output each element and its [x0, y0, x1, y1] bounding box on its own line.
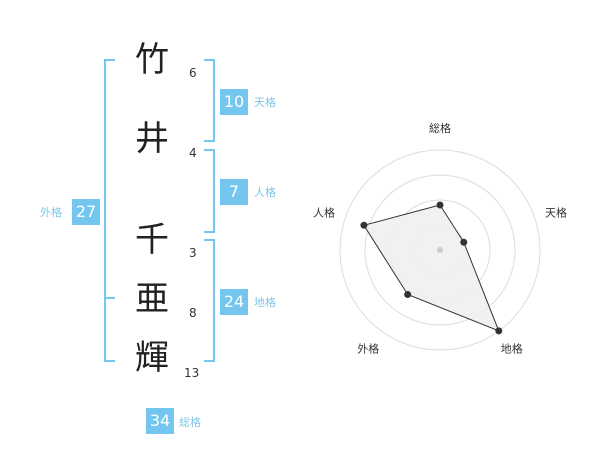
radar-point-5 — [360, 221, 368, 229]
tenkaku-label: 天格 — [254, 96, 276, 109]
radar-point-4 — [404, 290, 412, 298]
tenkaku-value-box: 10 — [220, 89, 248, 115]
radar-axis-label-4: 外格 — [357, 342, 379, 356]
radar-axis-label-3: 地格 — [501, 342, 523, 356]
stroke-count-2: 4 — [189, 146, 197, 160]
name-char-4: 亜 — [135, 279, 169, 319]
chikaku-value-box: 24 — [220, 289, 248, 315]
stroke-count-3: 3 — [189, 246, 197, 260]
radar-point-1 — [436, 201, 444, 209]
soukaku-label: 総格 — [179, 416, 201, 429]
soukaku-value-box: 34 — [146, 408, 174, 434]
radar-point-2 — [460, 238, 468, 246]
radar-ring-3 — [364, 174, 516, 326]
chikaku-label: 地格 — [254, 296, 276, 309]
stroke-count-1: 6 — [189, 66, 197, 80]
jinkaku-label: 人格 — [254, 186, 276, 199]
radar-ring-4 — [339, 149, 541, 351]
name-char-5: 輝 — [135, 338, 169, 378]
radar-axis-label-2: 天格 — [545, 205, 567, 219]
radar-axis-label-1: 総格 — [429, 121, 451, 135]
radar-point-3 — [495, 327, 503, 335]
jinkaku-bracket — [204, 149, 215, 233]
jinkaku-value-box: 7 — [220, 179, 248, 205]
stroke-count-4: 8 — [189, 306, 197, 320]
gaikaku-value-box: 27 — [72, 199, 100, 225]
gaikaku-label: 外格 — [40, 206, 62, 219]
name-char-2: 井 — [135, 119, 169, 159]
radar-axis-label-5: 人格 — [313, 205, 335, 219]
stroke-count-5: 13 — [184, 366, 200, 380]
radar-series-polygon — [363, 204, 500, 332]
radar-points — [360, 201, 503, 335]
gaikaku-bracket-tick — [104, 297, 115, 299]
tenkaku-bracket — [204, 59, 215, 142]
name-char-1: 竹 — [135, 40, 169, 80]
radar-center-dot — [437, 247, 443, 253]
gaikaku-bracket — [104, 59, 115, 362]
chikaku-bracket — [204, 239, 215, 362]
name-char-3: 千 — [135, 220, 169, 260]
